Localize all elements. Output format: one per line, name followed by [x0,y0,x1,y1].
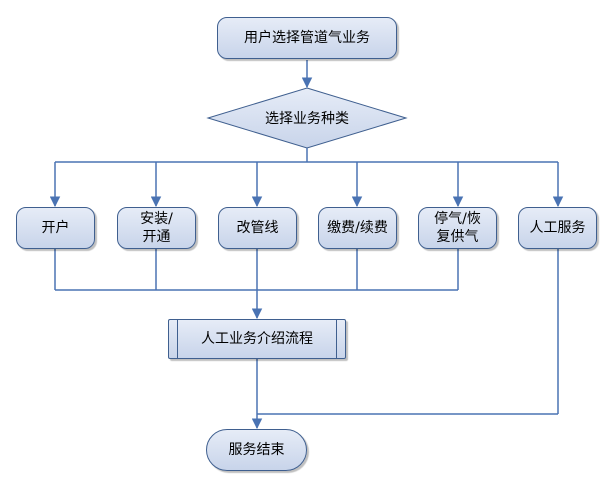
option-open-account: 开户 [16,207,95,249]
option-1-line-1: 开户 [41,220,70,236]
start-node: 用户选择管道气业务 [217,17,397,59]
process-left-bar [177,320,178,358]
option-payment: 缴费/续费 [318,207,397,249]
option-5-line-1: 停气/恢 [434,211,481,227]
end-node: 服务结束 [206,429,307,471]
start-label: 用户选择管道气业务 [244,30,370,46]
option-install: 安装/ 开通 [117,207,196,249]
option-change-pipeline: 改管线 [218,207,297,249]
option-2-line-1: 安装/ [140,211,173,227]
option-2-line-2: 开通 [142,229,171,245]
process-node: 人工业务介绍流程 [168,319,346,359]
option-3-line-1: 改管线 [236,220,279,236]
option-6-line-1: 人工服务 [529,220,586,236]
decision-label-box: 选择业务种类 [230,108,384,128]
decision-label: 选择业务种类 [265,111,349,127]
option-stop-resume-gas: 停气/恢 复供气 [418,207,497,249]
process-label: 人工业务介绍流程 [201,331,313,347]
process-right-bar [336,320,337,358]
option-4-line-1: 缴费/续费 [327,220,388,236]
end-label: 服务结束 [228,442,285,458]
option-manual-service: 人工服务 [518,207,597,249]
option-5-line-2: 复供气 [436,229,479,245]
